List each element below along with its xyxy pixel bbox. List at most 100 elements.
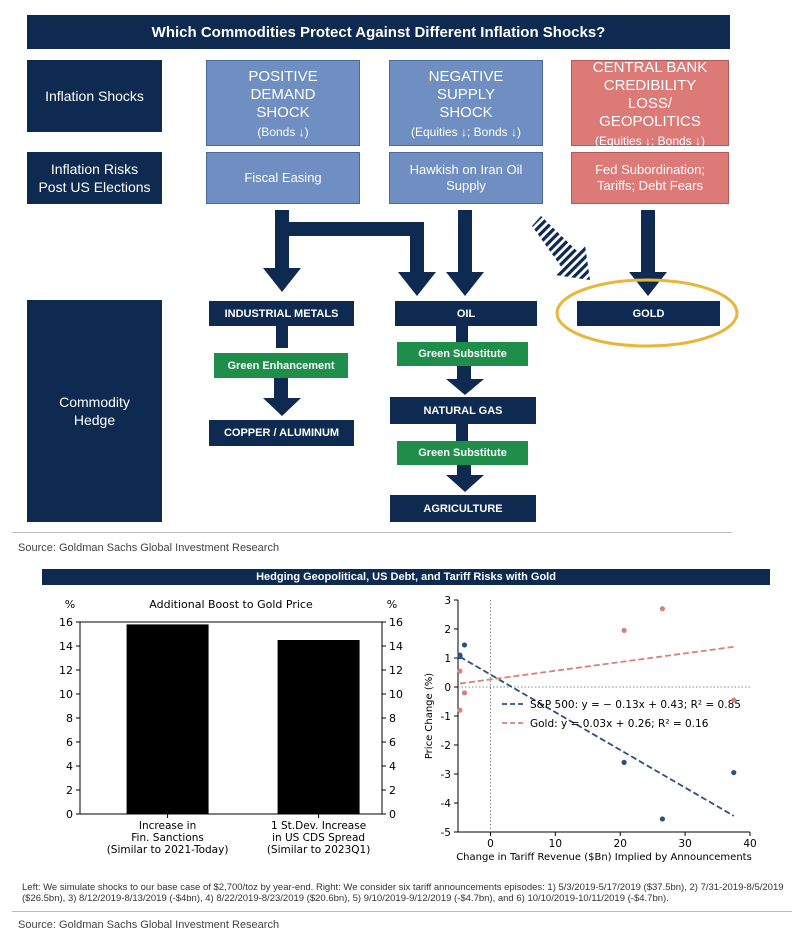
shock-positive-demand: POSITIVE DEMAND SHOCK (Bonds ↓) — [206, 60, 360, 146]
scatter-xtick-label: 40 — [743, 838, 756, 850]
row-label-inflation-risks: Inflation Risks Post US Elections — [27, 152, 162, 204]
bar-2 — [277, 640, 360, 814]
shock-negative-supply: NEGATIVE SUPPLY SHOCK (Equities ↓; Bonds… — [389, 60, 543, 146]
bar-ytick-label-left: 2 — [66, 784, 73, 797]
point-gold — [659, 606, 665, 612]
scatter-xtick-label: 10 — [549, 838, 562, 850]
fit-line-sp500 — [459, 656, 735, 817]
hedge-industrial-metals: INDUSTRIAL METALS — [209, 301, 354, 326]
bar-ytick-label-left: 0 — [66, 808, 73, 821]
bar-chart-title: Additional Boost to Gold Price — [149, 598, 313, 611]
bar-category-label: Fin. Sanctions — [131, 832, 204, 844]
bar-1 — [126, 624, 209, 814]
hedge-copper-aluminum: COPPER / ALUMINUM — [209, 420, 354, 446]
bar-ytick-label-right: 16 — [389, 616, 403, 629]
hedge-gold: GOLD — [577, 301, 720, 326]
point-gold — [457, 707, 463, 713]
scatter-ytick-label: 3 — [444, 595, 451, 607]
bar-ytick-label-left: 16 — [59, 616, 73, 629]
point-gold — [457, 668, 463, 674]
shock-positive-demand-sub: (Bonds ↓) — [257, 124, 309, 139]
bar-ytick-label-left: 6 — [66, 736, 73, 749]
bar-ytick-label-right: 6 — [389, 736, 396, 749]
arrow-green-to-copper — [263, 378, 301, 416]
point-sp500 — [659, 816, 665, 822]
scatter-ytick-label: -1 — [441, 711, 451, 723]
hedge-natural-gas: NATURAL GAS — [390, 397, 536, 424]
bar-chart: Additional Boost to Gold Price%% 0 0 2 2 4 4 6 6… — [59, 598, 403, 856]
bar-ytick-label-right: 0 — [389, 808, 396, 821]
bar-category-label: 1 St.Dev. Increase — [271, 820, 366, 832]
scatter-xtick-label: 20 — [614, 838, 627, 850]
bar-ytick-label-right: 8 — [389, 712, 396, 725]
scatter-xtick-label: 30 — [678, 838, 691, 850]
arrow-cb-to-gold — [629, 210, 667, 296]
diagram-source: Source: Goldman Sachs Global Investment … — [18, 542, 280, 554]
bar-category-label: (Similar to 2023Q1) — [267, 844, 370, 856]
chart-note: Left: We simulate shocks to our base cas… — [22, 882, 784, 904]
shock-negative-supply-title: NEGATIVE SUPPLY SHOCK — [428, 67, 504, 121]
shock-central-bank: CENTRAL BANK CREDIBILITY LOSS/ GEOPOLITI… — [571, 58, 729, 148]
scatter-ytick-label: -2 — [441, 740, 451, 752]
point-sp500 — [457, 652, 463, 658]
point-gold — [731, 697, 737, 703]
arrow-green-to-agri — [446, 464, 484, 492]
bar-ytick-label-right: 14 — [389, 640, 403, 653]
divider-top — [12, 532, 732, 533]
scatter-xtick-label: 0 — [487, 838, 494, 850]
arrow-supply-to-gold-hatched — [532, 216, 590, 280]
shock-negative-supply-sub: (Equities ↓; Bonds ↓) — [410, 124, 522, 139]
row-label-inflation-shocks: Inflation Shocks — [27, 60, 162, 132]
point-gold — [621, 627, 627, 634]
bar-ytick-label-right: 2 — [389, 784, 396, 797]
arrow-supply-to-oil — [446, 210, 484, 296]
arrow-oil-to-green — [456, 326, 468, 342]
point-gold — [461, 690, 468, 696]
scatter-ytick-label: -3 — [441, 769, 451, 781]
point-sp500 — [731, 769, 737, 776]
bar-category-label: in US CDS Spread — [272, 832, 365, 844]
hedge-oil: OIL — [395, 301, 537, 326]
legend-label-sp500: S&P 500: y = − 0.13x + 0.43; R² = 0.85 — [530, 699, 741, 711]
arrow-natgas-to-green — [456, 424, 468, 442]
bar-ytick-label-left: 4 — [66, 760, 73, 773]
scatter-ylabel: Price Change (%) — [424, 673, 435, 759]
shock-central-bank-title: CENTRAL BANK CREDIBILITY LOSS/ GEOPOLITI… — [592, 58, 708, 130]
gold-highlight-ellipse — [555, 278, 739, 348]
bar-ytick-label-right: 12 — [389, 664, 403, 677]
bar-ylabel-left: % — [65, 598, 75, 611]
scatter-ytick-label: -5 — [441, 827, 451, 839]
risk-fiscal-easing: Fiscal Easing — [206, 152, 360, 204]
shock-positive-demand-title: POSITIVE DEMAND SHOCK — [248, 67, 318, 121]
bar-category-label: Increase in — [139, 820, 196, 832]
bar-ylabel-right: % — [387, 598, 397, 611]
bar-category-label: (Similar to 2021-Today) — [107, 844, 229, 856]
green-substitute-2: Green Substitute — [397, 441, 528, 465]
bar-ytick-label-right: 4 — [389, 760, 396, 773]
point-sp500 — [621, 759, 627, 765]
green-enhancement: Green Enhancement — [214, 353, 348, 378]
bar-ytick-label-left: 8 — [66, 712, 73, 725]
green-substitute-1: Green Substitute — [397, 342, 528, 366]
chart-section-title: Hedging Geopolitical, US Debt, and Tarif… — [42, 569, 770, 585]
bar-ytick-label-left: 10 — [59, 688, 73, 701]
risk-iran-oil: Hawkish on Iran Oil Supply — [389, 152, 543, 204]
hedge-agriculture: AGRICULTURE — [390, 495, 536, 522]
flow-arrows — [263, 210, 739, 492]
chart-source: Source: Goldman Sachs Global Investment … — [18, 919, 280, 931]
bar-ytick-label-left: 14 — [59, 640, 73, 653]
bar-ytick-label-right: 10 — [389, 688, 403, 701]
legend-label-gold: Gold: y = 0.03x + 0.26; R² = 0.16 — [530, 718, 709, 730]
risk-fed-subordination: Fed Subordination; Tariffs; Debt Fears — [571, 152, 729, 204]
scatter-ytick-label: 2 — [444, 624, 451, 636]
arrow-green-to-natgas — [446, 366, 484, 395]
scatter-ytick-label: 0 — [444, 682, 451, 694]
shock-central-bank-sub: (Equities ↓; Bonds ↓) — [594, 133, 706, 148]
row-label-commodity-hedge: Commodity Hedge — [27, 300, 162, 522]
scatter-ytick-label: -4 — [441, 798, 452, 810]
arrow-demand-to-oil — [282, 222, 436, 296]
bar-ytick-label-left: 12 — [59, 664, 73, 677]
scatter-ytick-label: 1 — [444, 653, 451, 665]
arrow-metals-to-green — [276, 326, 288, 348]
